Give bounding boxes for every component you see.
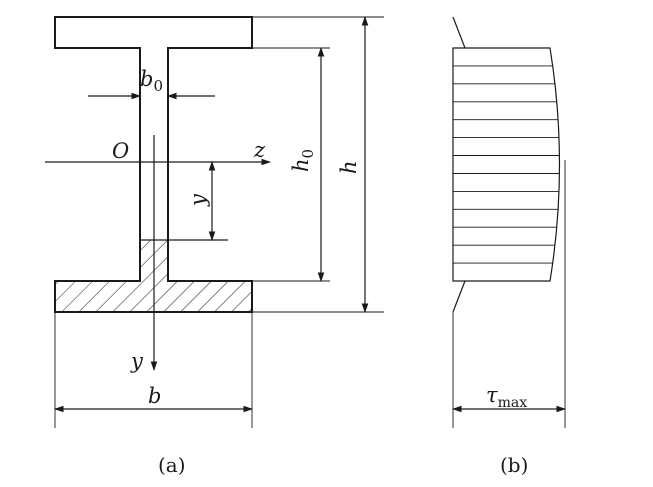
caption-a: (a) xyxy=(158,453,186,477)
origin-label: O xyxy=(112,139,129,163)
h-dimension xyxy=(252,16,384,313)
shear-stress-distribution xyxy=(452,16,561,313)
flange-stress-bottom xyxy=(452,280,466,313)
b-label: b xyxy=(148,384,161,408)
y-dimension-label: y xyxy=(186,193,210,207)
web-stress-envelope xyxy=(452,47,561,282)
b0-label: b0 xyxy=(140,67,163,95)
caption-b: (b) xyxy=(500,453,528,477)
b-dimension xyxy=(54,312,253,428)
h-label: h xyxy=(337,160,361,174)
stress-hatch-lines xyxy=(453,65,560,264)
y-axis-label: y xyxy=(130,349,144,373)
h0-dimension xyxy=(252,47,330,282)
tau-max-dimension xyxy=(452,160,566,428)
flange-stress-top xyxy=(452,16,466,49)
tau-max-label: τmax xyxy=(486,383,527,411)
h0-label: h0 xyxy=(289,149,317,172)
z-axis-label: z xyxy=(253,138,266,162)
